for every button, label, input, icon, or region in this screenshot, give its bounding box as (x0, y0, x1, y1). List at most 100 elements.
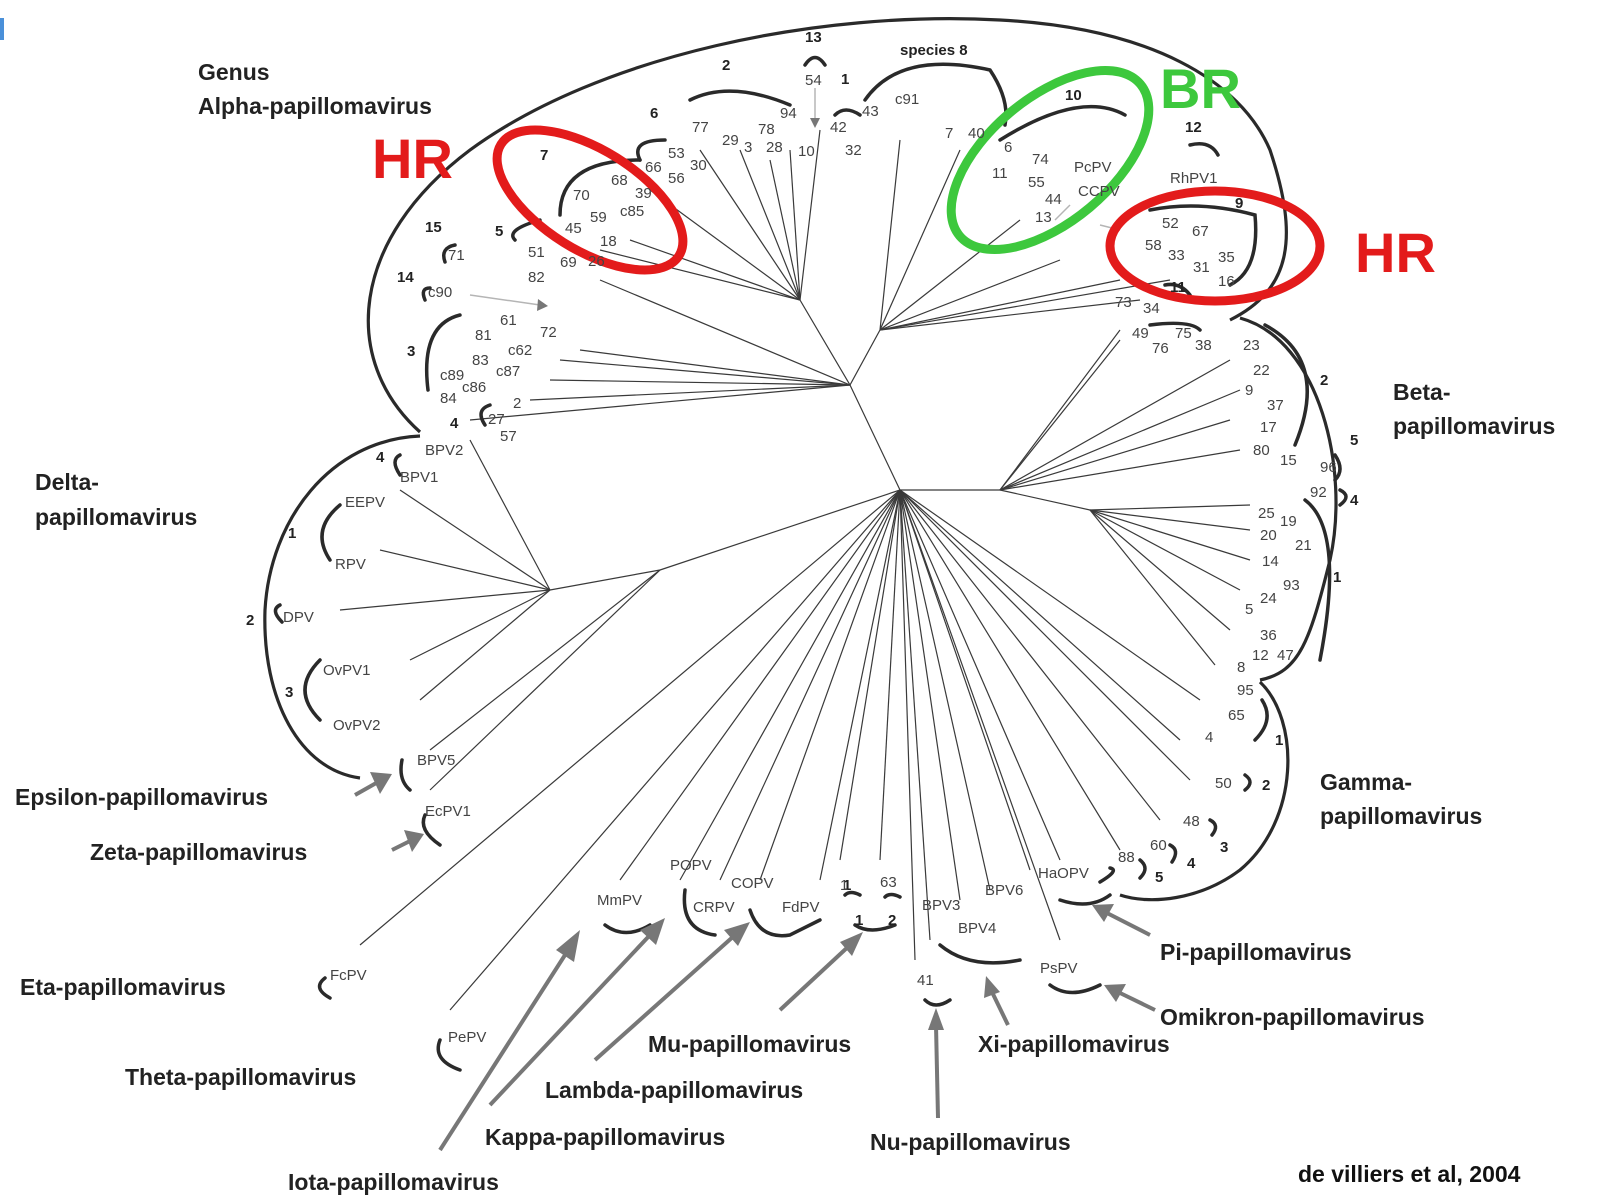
genus-zeta: Zeta-papillomavirus (90, 839, 307, 865)
delta-genus-bracket (263, 434, 421, 780)
leaf-label: HaOPV (1038, 865, 1089, 882)
leaf-label: 65 (1228, 707, 1245, 724)
leaf-label: POPV (670, 857, 712, 874)
species-number: 1 (1275, 732, 1283, 749)
leaf-label: 50 (1215, 775, 1232, 792)
high-risk-ellipse-right (1105, 186, 1325, 306)
genus-delta-line2: papillomavirus (35, 504, 197, 530)
alpha-genus-bracket (366, 17, 1288, 434)
leaf-label: c91 (895, 91, 919, 108)
leaf-label: 88 (1118, 849, 1135, 866)
leaf-label: 14 (1262, 553, 1279, 570)
gamma-genus-bracket (1119, 680, 1290, 902)
beta-leaf-labels: 49 76 75 38 23 22 9 37 17 80 15 96 92 25… (1132, 325, 1337, 676)
leaf-label: 38 (1195, 337, 1212, 354)
genus-iota: Iota-papillomavirus (288, 1169, 499, 1195)
leaf-label: 93 (1283, 577, 1300, 594)
species-number: 3 (407, 343, 415, 360)
leaf-label: BPV6 (985, 882, 1023, 899)
species-number: 2 (1262, 777, 1270, 794)
genus-nu: Nu-papillomavirus (870, 1129, 1071, 1155)
species-number: 11 (1170, 279, 1186, 296)
species-number-labels: 13 2 1 species 8 6 10 12 7 9 15 5 14 11 … (246, 29, 1359, 929)
leaf-label: 3 (744, 139, 752, 156)
species-number: 7 (540, 147, 548, 164)
leaf-label: 36 (1260, 627, 1277, 644)
leaf-label: 33 (1168, 247, 1185, 264)
leaf-label: 74 (1032, 151, 1049, 168)
leaf-label: 20 (1260, 527, 1277, 544)
genus-eta: Eta-papillomavirus (20, 974, 226, 1000)
leaf-label: EEPV (345, 494, 385, 511)
leaf-label: c86 (462, 379, 486, 396)
leaf-label: 2 (513, 395, 521, 412)
leaf-label: FdPV (782, 899, 820, 916)
delta-leaf-labels: BPV2 BPV1 EEPV RPV DPV OvPV1 OvPV2 (283, 442, 463, 734)
genus-omikron: Omikron-papillomavirus (1160, 1004, 1425, 1030)
species-number: 4 (376, 449, 385, 466)
species-number: 14 (397, 269, 414, 286)
leaf-label: 75 (1175, 325, 1192, 342)
species-brackets (273, 55, 1348, 1072)
leaf-label: 7 (945, 125, 953, 142)
genus-alpha-line1: Genus (198, 59, 270, 85)
species-number: 3 (1220, 839, 1228, 856)
leaf-label: 43 (862, 103, 879, 120)
leaf-label: 35 (1218, 249, 1235, 266)
leaf-label: 78 (758, 121, 775, 138)
leaf-label: 5 (1245, 601, 1253, 618)
leaf-label: 67 (1192, 223, 1209, 240)
leaf-label: 4 (1205, 729, 1213, 746)
leaf-label: 16 (1218, 273, 1235, 290)
leaf-label: 68 (611, 172, 628, 189)
species-number: 2 (1320, 372, 1328, 389)
leaf-label: 81 (475, 327, 492, 344)
leaf-label: BPV1 (400, 469, 438, 486)
species-number: 4 (1350, 492, 1359, 509)
leaf-label: 42 (830, 119, 847, 136)
gamma-leaf-labels: 95 65 4 50 48 60 88 (1118, 682, 1254, 866)
highlight-label-hr-right: HR (1355, 221, 1436, 284)
species-number: 5 (1350, 432, 1358, 449)
leaf-label: EcPV1 (425, 803, 471, 820)
species-number: 2 (246, 612, 254, 629)
leaf-label: 72 (540, 324, 557, 341)
genus-alpha-line2: Alpha-papillomavirus (198, 93, 432, 119)
leaf-label: 54 (805, 72, 822, 89)
leaf-label: 95 (1237, 682, 1254, 699)
leaf-label: 12 (1252, 647, 1269, 664)
leaf-label: 39 (635, 185, 652, 202)
leaf-label: RPV (335, 556, 366, 573)
leaf-label: 60 (1150, 837, 1167, 854)
species-number: 5 (495, 223, 503, 240)
corner-mark (0, 18, 4, 40)
leaf-label: PcPV (1074, 159, 1112, 176)
leaf-label: 29 (722, 132, 739, 149)
leaf-label: 22 (1253, 362, 1270, 379)
leaf-label: 15 (1280, 452, 1297, 469)
genus-gamma-line1: Gamma- (1320, 769, 1412, 795)
species-number: 1 (855, 912, 863, 929)
leaf-label: 83 (472, 352, 489, 369)
leaf-label: BPV4 (958, 920, 996, 937)
leaf-label: c89 (440, 367, 464, 384)
leaf-label: 61 (500, 312, 517, 329)
leaf-label: RhPV1 (1170, 170, 1218, 187)
leaf-label: 96 (1320, 459, 1337, 476)
leaf-label: 13 (1035, 209, 1052, 226)
leaf-label: 34 (1143, 300, 1160, 317)
leaf-label: 24 (1260, 590, 1277, 607)
leaf-label: 1 (840, 877, 848, 894)
genus-theta: Theta-papillomavirus (125, 1064, 356, 1090)
leaf-label: CCPV (1078, 183, 1120, 200)
leaf-label: 31 (1193, 259, 1210, 276)
genus-lambda: Lambda-papillomavirus (545, 1077, 803, 1103)
species-number: 4 (450, 415, 459, 432)
leaf-label: PsPV (1040, 960, 1078, 977)
leaf-label: 28 (766, 139, 783, 156)
leaf-label: 32 (845, 142, 862, 159)
leaf-label: c90 (428, 284, 452, 301)
leaf-label: 53 (668, 145, 685, 162)
leaf-label: 77 (692, 119, 709, 136)
